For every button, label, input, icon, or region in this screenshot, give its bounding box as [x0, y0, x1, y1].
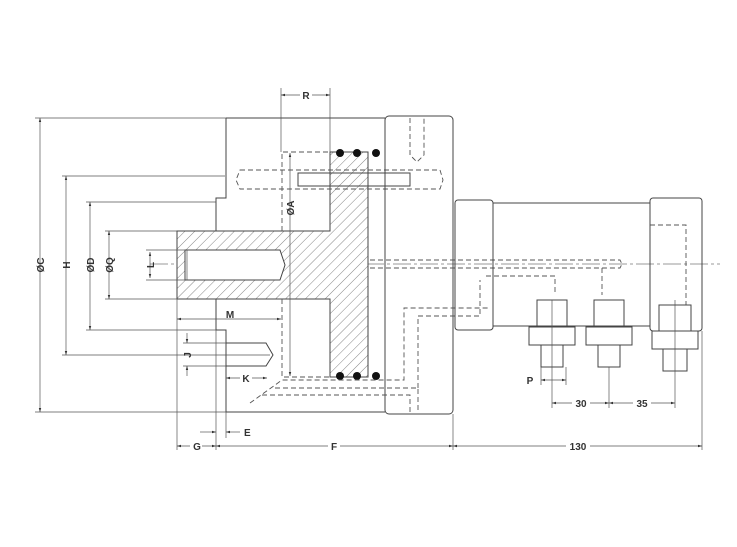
label-A: ØA	[286, 201, 297, 216]
port-fitting-2	[585, 299, 633, 368]
label-Q: ØQ	[105, 257, 116, 273]
label-E: E	[244, 428, 251, 439]
label-D: ØD	[86, 258, 97, 273]
label-C: ØC	[36, 258, 47, 273]
label-J: J	[183, 352, 194, 358]
dimension-labels: R ØA ØC H ØD ØQ L M J K E G F P 30 35 13…	[36, 89, 651, 453]
label-K: K	[242, 374, 250, 385]
cylinder-tube	[492, 202, 651, 327]
label-L: L	[146, 262, 157, 268]
front-flange	[384, 115, 454, 415]
dimensions	[35, 88, 703, 450]
threaded-bore	[184, 249, 286, 281]
label-M: M	[226, 310, 234, 321]
mounting-bolt-hole	[226, 342, 274, 367]
label-G: G	[193, 442, 201, 453]
piston-chamber	[281, 151, 330, 378]
guide-pin	[235, 169, 444, 190]
label-30: 30	[575, 399, 587, 410]
label-H: H	[62, 261, 73, 268]
label-130: 130	[570, 442, 587, 453]
label-F: F	[331, 442, 337, 453]
label-35: 35	[636, 399, 648, 410]
label-R: R	[302, 91, 310, 102]
oil-passage	[249, 280, 490, 412]
end-cap	[649, 197, 703, 332]
label-P: P	[527, 376, 534, 387]
cylinder-head	[454, 199, 494, 331]
o-rings	[336, 149, 380, 380]
